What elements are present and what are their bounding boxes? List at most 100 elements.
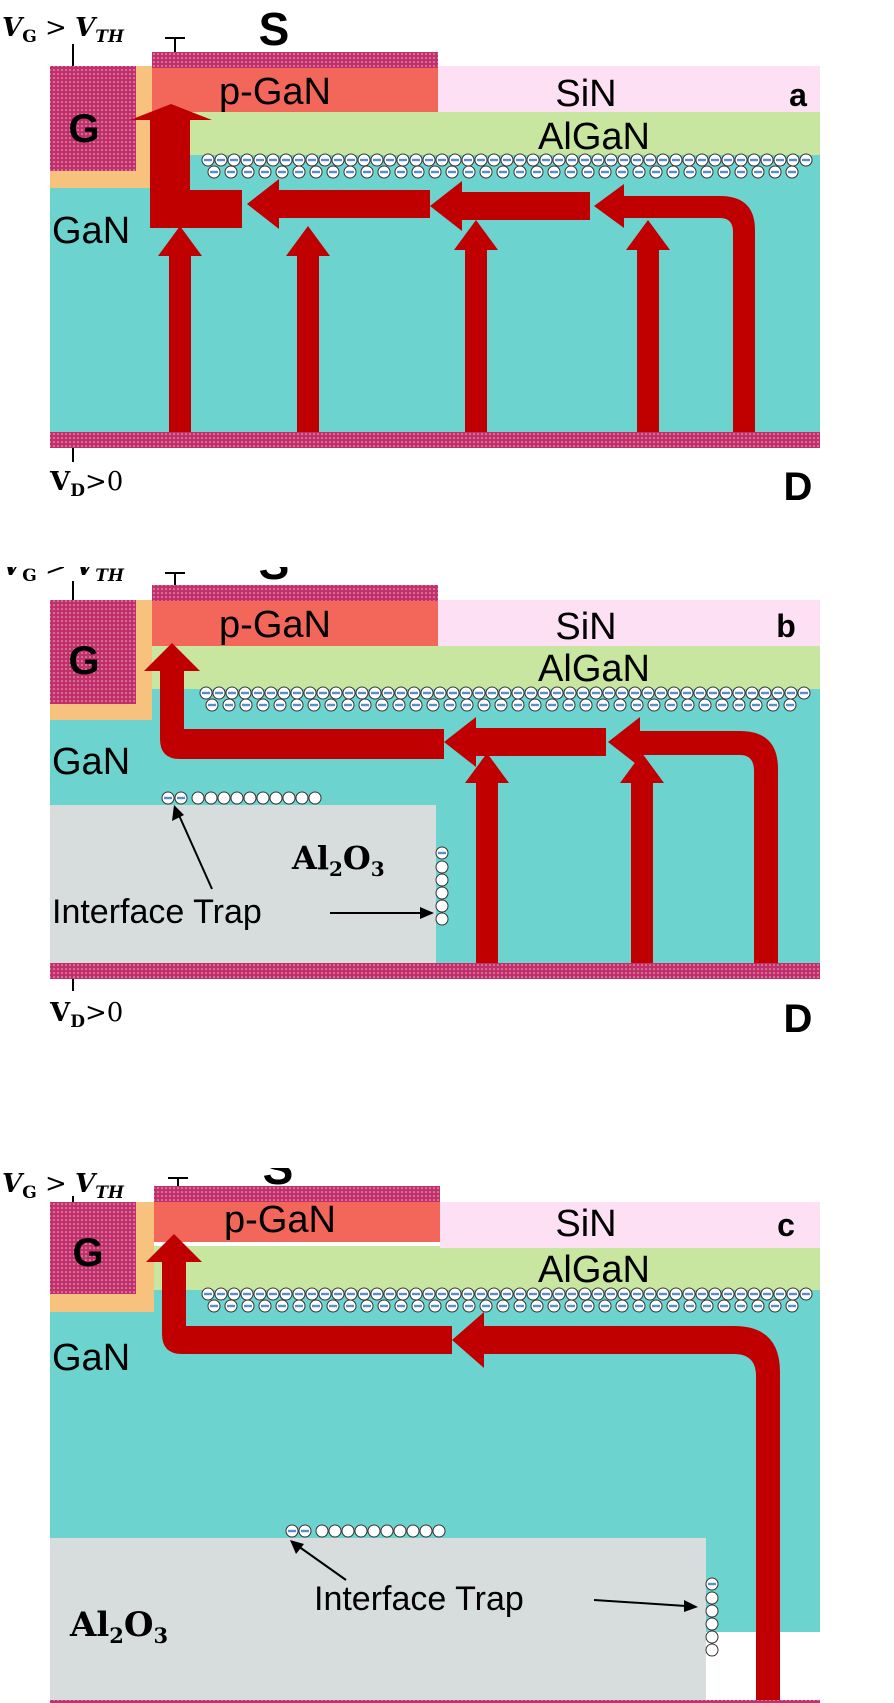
- source-contact: [152, 52, 438, 68]
- vg-subscript: G: [22, 1183, 37, 1203]
- gate-contact: [50, 1202, 136, 1294]
- empty-trap-icon: [705, 1630, 719, 1644]
- drain-voltage-label: VD>0: [49, 467, 123, 501]
- algan-label: AlGaN: [538, 648, 650, 690]
- empty-trap-icon: [432, 1524, 446, 1538]
- panel-letter: b: [776, 608, 796, 644]
- p-gan-layer: [152, 600, 438, 646]
- drain-contact: [50, 963, 820, 979]
- current-arrow-up: [286, 226, 330, 432]
- gate-voltage-label: VG > VTH: [2, 567, 125, 586]
- current-arrow-up: [454, 220, 498, 432]
- p-gan-label: p-GaN: [224, 1199, 336, 1241]
- empty-trap-icon: [341, 1524, 355, 1538]
- current-arrow-up: [465, 753, 509, 963]
- al2o3-main: Al: [69, 1605, 109, 1645]
- current-arrow-left: [444, 717, 606, 767]
- sin-layer: [440, 1202, 820, 1248]
- current-arrow-up: [620, 753, 664, 963]
- sin-label: SiN: [555, 1203, 616, 1245]
- current-arrow-curved: [452, 1312, 780, 1700]
- p-gan-layer: [152, 66, 438, 112]
- al2o3-mid: O: [343, 839, 371, 877]
- vth-subscript: TH: [95, 567, 125, 586]
- gan-label: GaN: [52, 1337, 130, 1379]
- empty-trap-icon: [419, 1524, 433, 1538]
- empty-trap-icon: [393, 1524, 407, 1538]
- drain-label: D: [784, 465, 813, 509]
- empty-trap-icon: [354, 1524, 368, 1538]
- sin-layer: [438, 66, 820, 112]
- empty-trap-icon: [243, 791, 257, 805]
- vd-subscript: D: [70, 1012, 85, 1032]
- drain-voltage-label: VD>0: [49, 998, 123, 1032]
- vg-subscript: G: [22, 27, 37, 47]
- current-arrow-left: [430, 181, 590, 231]
- drain-label: D: [784, 997, 813, 1041]
- current-arrow-curved: [608, 717, 778, 963]
- drain-contact: [50, 432, 820, 448]
- sin-layer: [438, 600, 820, 646]
- algan-label: AlGaN: [538, 1249, 650, 1291]
- empty-trap-icon: [406, 1524, 420, 1538]
- source-label: S: [263, 1168, 294, 1194]
- trap-pointer-arrowhead: [290, 1540, 304, 1554]
- current-arrow-up: [626, 220, 670, 432]
- al2o3-label: Al2O3: [69, 1605, 168, 1648]
- trap-pointer-arrowhead: [684, 1600, 698, 1612]
- vg-symbol: V: [2, 13, 25, 43]
- empty-trap-icon: [217, 791, 231, 805]
- vd-condition: >0: [85, 467, 123, 497]
- source-contact: [154, 1186, 440, 1202]
- vd-symbol: V: [49, 467, 71, 497]
- empty-trap-icon: [315, 1524, 329, 1538]
- trap-pointer-line: [297, 1545, 347, 1581]
- p-gan-label: p-GaN: [219, 71, 331, 113]
- empty-trap-icon: [435, 873, 449, 887]
- gan-label: GaN: [52, 210, 130, 252]
- vd-condition: >0: [85, 998, 123, 1028]
- source-label: S: [259, 567, 290, 589]
- empty-trap-icon: [308, 791, 322, 805]
- gate-voltage-label: VG > VTH: [2, 13, 125, 47]
- gate-voltage-label: VG > VTH: [2, 1169, 125, 1203]
- empty-trap-icon: [435, 860, 449, 874]
- empty-trap-icon: [435, 912, 449, 926]
- vth-subscript: TH: [95, 1183, 125, 1203]
- current-arrow-curved: [594, 184, 755, 432]
- trap-pointer-arrowhead: [420, 907, 434, 919]
- gate-contact: [50, 600, 136, 704]
- sin-label: SiN: [555, 606, 616, 648]
- al2o3-layer: [50, 1538, 706, 1702]
- vth-symbol: V: [75, 13, 98, 43]
- empty-trap-icon: [328, 1524, 342, 1538]
- p-gan-label: p-GaN: [219, 604, 331, 646]
- al2o3-mid: O: [124, 1605, 154, 1645]
- empty-trap-icon: [705, 1643, 719, 1657]
- empty-trap-icon: [705, 1617, 719, 1631]
- current-arrow-long: [146, 1234, 452, 1354]
- algan-layer: [150, 110, 820, 155]
- empty-trap-icon: [282, 791, 296, 805]
- al2o3-label: Al2O3: [291, 839, 385, 881]
- current-arrow-long: [144, 643, 444, 759]
- empty-trap-icon: [705, 1604, 719, 1618]
- empty-trap-icon: [435, 899, 449, 913]
- p-gan-layer: [154, 1202, 440, 1242]
- gate-label: G: [68, 107, 99, 151]
- al2o3-main: Al: [291, 839, 329, 877]
- empty-trap-icon: [705, 1591, 719, 1605]
- trap-pointer-line: [177, 812, 213, 890]
- empty-trap-icon: [380, 1524, 394, 1538]
- empty-trap-icon: [269, 791, 283, 805]
- source-contact: [152, 585, 438, 601]
- al2o3-sub1: 2: [329, 857, 343, 881]
- trap-pointer-line: [593, 1599, 687, 1607]
- algan-label: AlGaN: [538, 116, 650, 158]
- al2o3-layer: [50, 805, 436, 965]
- panel-letter: c: [777, 1207, 795, 1243]
